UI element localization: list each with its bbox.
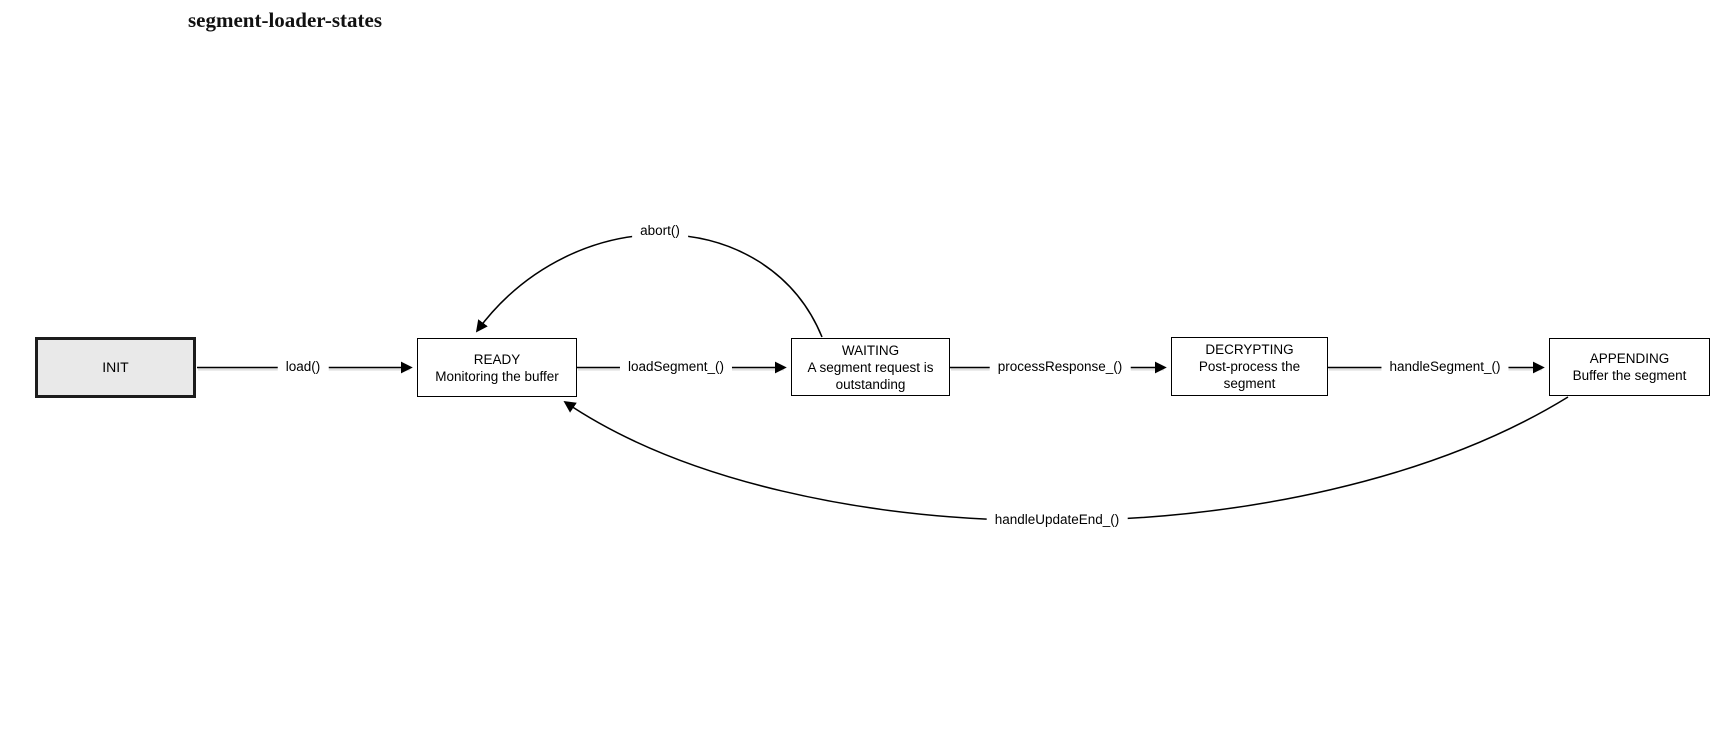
transition-label-handle-segment: handleSegment_() bbox=[1381, 358, 1509, 376]
transition-label-handle-update-end: handleUpdateEnd_() bbox=[986, 511, 1128, 529]
state-description: Monitoring the buffer bbox=[435, 368, 559, 384]
state-name: APPENDING bbox=[1589, 351, 1670, 366]
transition-label-load: load() bbox=[277, 358, 329, 376]
state-name: DECRYPTING bbox=[1205, 342, 1294, 357]
state-name: READY bbox=[473, 351, 521, 367]
state-init: INIT bbox=[35, 337, 196, 398]
diagram-title: segment-loader-states bbox=[188, 8, 382, 32]
edge-handle-update-end bbox=[563, 396, 1569, 522]
state-name: INIT bbox=[102, 359, 129, 375]
state-name: WAITING bbox=[841, 342, 900, 358]
state-ready: READY Monitoring the buffer bbox=[417, 338, 577, 397]
state-appending: APPENDING Buffer the segment bbox=[1549, 338, 1710, 396]
state-description: Buffer the segment bbox=[1572, 368, 1687, 383]
edge-abort bbox=[475, 233, 823, 338]
state-decrypting: DECRYPTING Post-process the segment bbox=[1171, 337, 1328, 396]
transition-label-load-segment: loadSegment_() bbox=[619, 358, 733, 376]
state-waiting: WAITING A segment request is outstanding bbox=[791, 338, 950, 396]
state-description: A segment request is outstanding bbox=[807, 359, 934, 392]
transition-label-process-response: processResponse_() bbox=[989, 358, 1131, 376]
state-description: Post-process the segment bbox=[1198, 359, 1301, 391]
transition-label-abort: abort() bbox=[632, 222, 688, 240]
